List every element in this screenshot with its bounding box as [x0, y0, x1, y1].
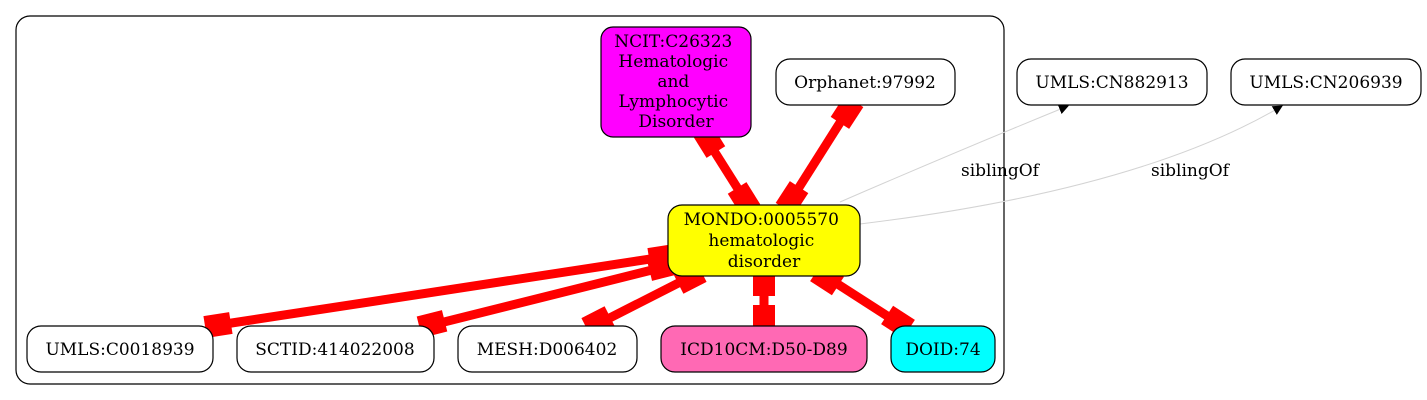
node-ncit-line-2: and — [657, 72, 689, 92]
node-ncit-box — [600, 26, 752, 138]
node-orphanet-box — [775, 58, 956, 106]
node-doid[interactable]: DOID:74 — [890, 325, 996, 373]
node-doid-label: DOID:74 — [905, 340, 980, 360]
node-umls-cn206939[interactable]: UMLS:CN206939 — [1230, 58, 1422, 106]
node-ncit-label: NCIT:C26323 Hematologic and Lymphocytic … — [614, 32, 738, 132]
sibling-edge-label-1: siblingOf — [961, 161, 1041, 181]
node-ncit-line-3: Lymphocytic — [618, 92, 728, 112]
node-mondo[interactable]: MONDO:0005570 hematologic disorder — [667, 204, 861, 277]
cluster-box — [15, 15, 1005, 385]
node-orphanet[interactable]: Orphanet:97992 — [775, 58, 956, 106]
equiv-edge-icd10-end-box — [753, 305, 775, 331]
node-sctid[interactable]: SCTID:414022008 — [236, 325, 435, 373]
node-umls-cn882913-label: UMLS:CN882913 — [1035, 73, 1188, 93]
sibling-edge-1 — [839, 104, 1069, 203]
node-ncit[interactable]: NCIT:C26323 Hematologic and Lymphocytic … — [600, 26, 752, 138]
node-ncit-line-1: Hematologic — [618, 52, 728, 72]
node-ncit-line-0: NCIT:C26323 — [614, 32, 732, 52]
sibling-edge-2 — [859, 105, 1283, 225]
node-mesh-label: MESH:D006402 — [477, 340, 618, 360]
node-orphanet-label: Orphanet:97992 — [794, 73, 936, 93]
node-umls-c0018939-box — [26, 325, 214, 373]
node-umls-cn206939-label: UMLS:CN206939 — [1249, 73, 1402, 93]
node-icd10cm-label: ICD10CM:D50-D89 — [680, 340, 847, 360]
sibling-edges: siblingOf siblingOf — [839, 104, 1283, 225]
node-mondo-line-0: MONDO:0005570 — [684, 210, 839, 230]
equiv-edge-sctid — [426, 260, 674, 331]
node-mondo-line-2: disorder — [728, 252, 801, 272]
node-sctid-label: SCTID:414022008 — [255, 340, 414, 360]
equiv-edge-umls-c — [211, 251, 671, 331]
node-mondo-label: MONDO:0005570 hematologic disorder — [684, 210, 845, 272]
node-ncit-line-4: Disorder — [638, 112, 714, 132]
node-doid-box — [890, 325, 996, 373]
node-mondo-line-1: hematologic — [708, 231, 814, 251]
node-mesh[interactable]: MESH:D006402 — [457, 325, 638, 373]
node-icd10cm-box — [660, 325, 868, 373]
sibling-edge-label-2: siblingOf — [1151, 161, 1231, 181]
node-umls-cn882913[interactable]: UMLS:CN882913 — [1016, 58, 1208, 106]
node-mondo-box — [667, 204, 861, 277]
node-sctid-box — [236, 325, 435, 373]
node-umls-c0018939[interactable]: UMLS:C0018939 — [26, 325, 214, 373]
node-umls-c0018939-label: UMLS:C0018939 — [45, 340, 194, 360]
node-umls-cn206939-box — [1230, 58, 1422, 106]
node-umls-cn882913-box — [1016, 58, 1208, 106]
node-mesh-box — [457, 325, 638, 373]
node-icd10cm[interactable]: ICD10CM:D50-D89 — [660, 325, 868, 373]
